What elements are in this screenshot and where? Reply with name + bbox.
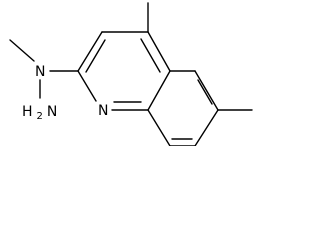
n-methyl-bond bbox=[9, 39, 35, 62]
c5-c6-bond bbox=[194, 70, 219, 111]
c4-c4a-bond bbox=[147, 31, 171, 72]
c6-c7-bond bbox=[194, 109, 219, 146]
c4-c4a-double-bond bbox=[140, 38, 161, 73]
c2-c3-double-bond bbox=[85, 39, 106, 73]
ring-nitrogen-label: N bbox=[98, 103, 108, 119]
c5-c6-double-bond bbox=[197, 79, 213, 105]
hydrazine-nitrogen-label: N bbox=[35, 64, 45, 80]
c8-c8a-bond bbox=[147, 109, 171, 146]
amine-nh2-label: H 2 N bbox=[22, 103, 57, 123]
quinoline-structure-diagram: N H 2 N N bbox=[9, 2, 253, 146]
c4a-c8a-bond bbox=[147, 70, 171, 111]
n1-c2-bond bbox=[77, 70, 97, 102]
c2-c3-bond bbox=[77, 31, 103, 72]
